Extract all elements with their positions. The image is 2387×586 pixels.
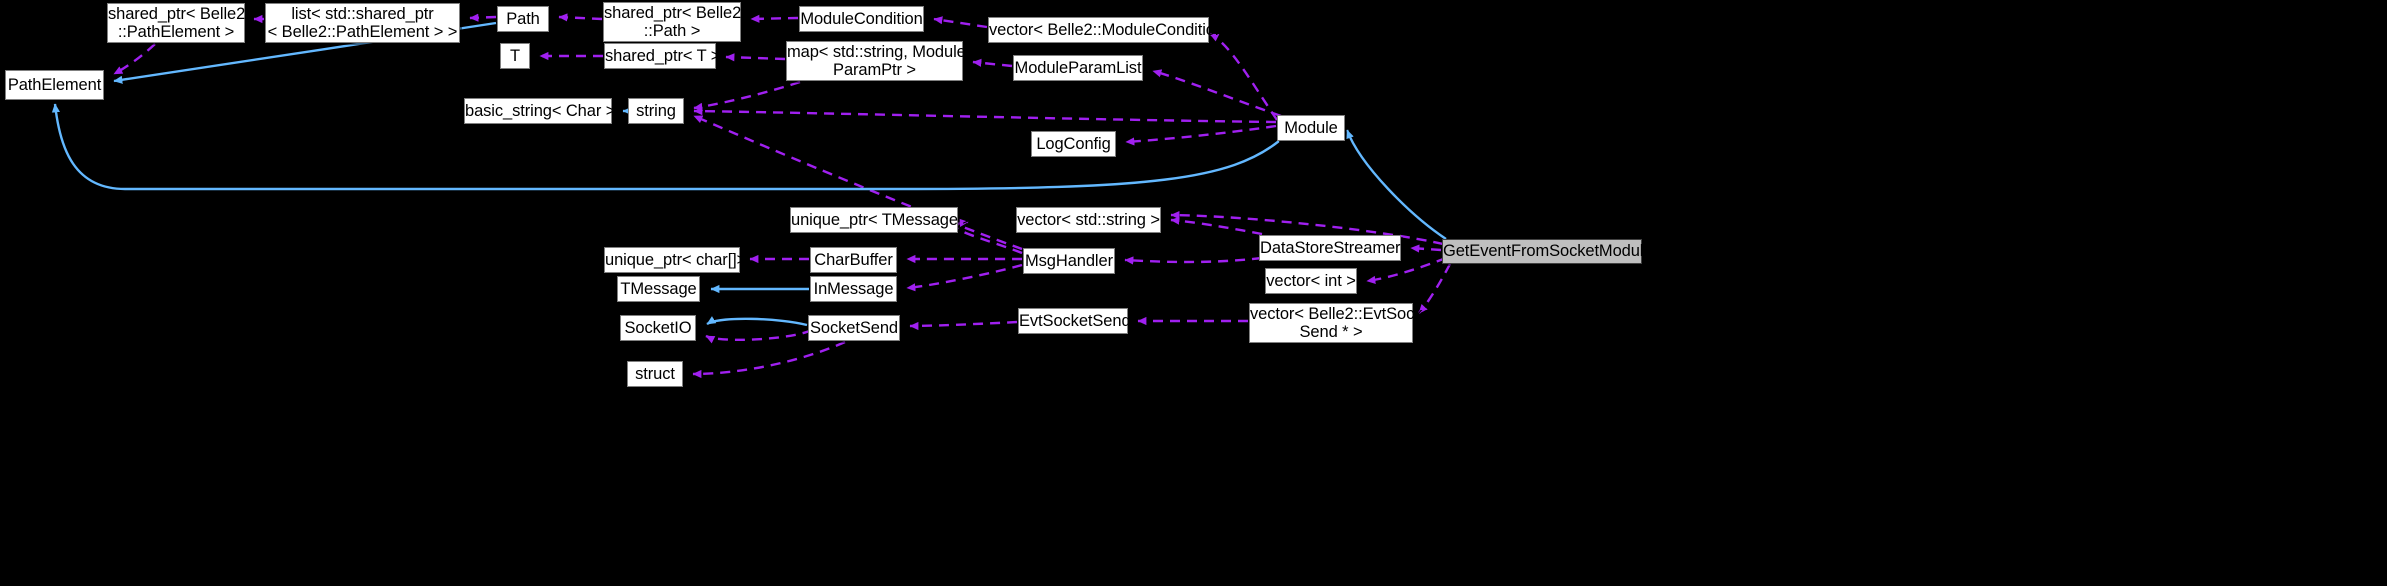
node-label: EvtSocketSend	[1019, 311, 1131, 330]
node-basic_string[interactable]: basic_string< Char >	[464, 98, 616, 124]
edge-moduleparamlist-to-map	[972, 58, 1013, 68]
node-datastorestreamer[interactable]: DataStoreStreamer	[1259, 235, 1401, 261]
edge-modulecondition-to-sharedptrpath	[750, 14, 799, 23]
node-label: vector< Belle2::ModuleCondition >	[989, 20, 1238, 39]
node-label: struct	[635, 364, 675, 383]
node-path[interactable]: Path	[497, 6, 549, 32]
edge-get-to-datastorestreamer	[1410, 244, 1442, 253]
node-label: shared_ptr< Belle2 ::PathElement >	[108, 4, 246, 41]
node-uniqueptr_chararr[interactable]: unique_ptr< char[]>	[604, 247, 747, 273]
node-label: vector< std::string >	[1017, 210, 1160, 229]
node-label: SocketSend	[810, 318, 898, 337]
inheritance-edges	[51, 21, 1447, 327]
edge-socketsend-to-socketio-usage	[705, 328, 813, 344]
node-label: MsgHandler	[1025, 251, 1113, 270]
node-label: unique_ptr< TMessage >	[791, 210, 972, 229]
node-modulecondition[interactable]: ModuleCondition	[799, 6, 924, 32]
edge-path-to-list	[469, 13, 497, 22]
edge-socketsend-inherits-socketio	[706, 316, 808, 327]
node-label: list< std::shared_ptr < Belle2::PathElem…	[267, 4, 458, 41]
node-label: TMessage	[620, 279, 697, 298]
node-socketio[interactable]: SocketIO	[620, 315, 696, 341]
node-vec_std_string[interactable]: vector< std::string >	[1016, 207, 1161, 233]
node-label: SocketIO	[624, 318, 692, 337]
node-charbuffer[interactable]: CharBuffer	[810, 247, 897, 273]
node-t[interactable]: T	[500, 43, 530, 69]
node-tmessage[interactable]: TMessage	[617, 276, 700, 302]
edge-datastore-to-vecstdstring	[1170, 216, 1263, 236]
edge-get-to-vecint	[1366, 256, 1447, 284]
node-label: GetEventFromSocketModule	[1443, 242, 1653, 261]
node-label: vector< Belle2::EvtSocket Send * >	[1250, 304, 1436, 341]
node-label: InMessage	[813, 279, 894, 298]
node-label: map< std::string, Module ParamPtr >	[787, 42, 966, 79]
node-label: string	[636, 101, 676, 120]
edge-module-to-logconfig	[1125, 124, 1277, 146]
edge-module-to-moduleparamlist	[1152, 69, 1282, 118]
node-inmessage[interactable]: InMessage	[810, 276, 897, 302]
edge-socketsend-to-struct	[692, 340, 846, 379]
node-vec_int[interactable]: vector< int >	[1265, 268, 1357, 294]
node-sharedptr_path[interactable]: shared_ptr< Belle2 ::Path >	[603, 2, 741, 42]
edge-datastore-to-msghandler	[1124, 256, 1263, 265]
node-module[interactable]: Module	[1277, 115, 1345, 141]
node-label: ModuleParamList	[1014, 58, 1142, 77]
node-sharedptr_t[interactable]: shared_ptr< T >	[604, 43, 721, 69]
node-label: vector< int >	[1266, 271, 1356, 290]
edge-vecmodulecond-to-modulecondition	[933, 16, 988, 29]
node-uniqueptr_tmessage[interactable]: unique_ptr< TMessage >	[790, 207, 972, 233]
edge-msghandler-to-inmessage	[906, 263, 1023, 292]
edge-sharedptrpe-to-pathelement	[113, 43, 156, 76]
edge-module-to-vecmodulecond	[1209, 32, 1278, 121]
node-list_sp_pe[interactable]: list< std::shared_ptr < Belle2::PathElem…	[265, 3, 460, 43]
node-label: unique_ptr< char[]>	[605, 250, 747, 269]
node-label: LogConfig	[1036, 134, 1111, 153]
edge-evtsocketsend-to-socketsend	[909, 320, 1018, 331]
node-vec_evtsocketsend[interactable]: vector< Belle2::EvtSocket Send * >	[1249, 303, 1436, 343]
node-label: Module	[1284, 118, 1338, 137]
node-label: DataStoreStreamer	[1260, 238, 1401, 257]
edge-sharedptrpath-to-path	[558, 13, 603, 22]
edge-module-to-string	[693, 107, 1277, 124]
node-label: shared_ptr< Belle2 ::Path >	[604, 3, 742, 40]
node-map_str_mpp[interactable]: map< std::string, Module ParamPtr >	[786, 41, 966, 81]
node-sharedptr_pe[interactable]: shared_ptr< Belle2 ::PathElement >	[107, 3, 245, 43]
node-label: T	[510, 46, 520, 65]
node-geteventfromsocket: GetEventFromSocketModule	[1442, 239, 1653, 264]
node-label: shared_ptr< T >	[605, 46, 721, 65]
edge-map-to-sharedptrt	[725, 53, 786, 62]
node-string[interactable]: string	[628, 98, 684, 124]
node-evtsocketsend[interactable]: EvtSocketSend	[1018, 308, 1131, 334]
node-msghandler[interactable]: MsgHandler	[1023, 248, 1115, 274]
node-label: CharBuffer	[814, 250, 893, 269]
node-pathelement[interactable]: PathElement	[5, 70, 104, 100]
node-struct[interactable]: struct	[627, 361, 683, 387]
edge-map-to-string	[693, 80, 801, 111]
node-moduleparamlist[interactable]: ModuleParamList	[1013, 55, 1143, 81]
node-vec_modulecondition[interactable]: vector< Belle2::ModuleCondition >	[988, 17, 1238, 43]
node-logconfig[interactable]: LogConfig	[1031, 131, 1116, 157]
node-label: basic_string< Char >	[465, 101, 616, 120]
node-socketsend[interactable]: SocketSend	[808, 315, 900, 341]
node-label: ModuleCondition	[800, 9, 923, 28]
node-label: PathElement	[7, 75, 102, 94]
node-label: Path	[506, 9, 540, 28]
edge-get-inherits-module	[1345, 129, 1447, 240]
